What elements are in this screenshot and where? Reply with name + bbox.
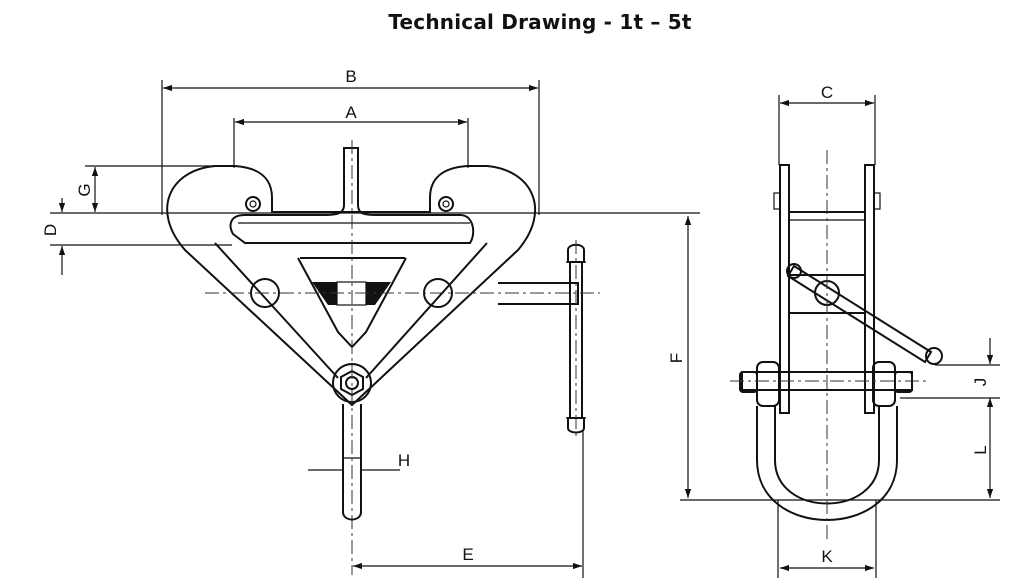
- right-jaw: [365, 242, 488, 379]
- t-bar: [229, 147, 475, 244]
- side-dimensions: [780, 99, 994, 572]
- front-view: [50, 80, 700, 578]
- dim-label-e: E: [462, 545, 473, 564]
- side-spindle: [786, 264, 933, 364]
- dim-label-d: D: [41, 224, 60, 236]
- right-pivot-bolt: [438, 196, 454, 212]
- side-view: [730, 95, 1000, 578]
- drawing-title: Technical Drawing - 1t – 5t: [388, 10, 692, 34]
- dim-label-f: F: [667, 353, 686, 363]
- front-dimensions: [58, 84, 582, 570]
- left-nut: [756, 361, 780, 407]
- dim-label-g: G: [75, 183, 94, 196]
- spindle: [498, 282, 579, 305]
- clamp-body-outline: [166, 165, 537, 407]
- right-jaw-block: [366, 282, 391, 305]
- dim-label-l: L: [971, 445, 990, 454]
- left-pivot-bolt: [245, 196, 261, 212]
- dim-label-h: H: [398, 451, 410, 470]
- right-nut: [872, 361, 896, 407]
- dim-label-b: B: [345, 67, 356, 86]
- dim-label-k: K: [821, 547, 833, 566]
- dim-label-a: A: [345, 103, 357, 122]
- spindle-knob-bottom: [567, 417, 585, 434]
- dim-label-j: J: [971, 378, 990, 387]
- left-side-plate: [779, 164, 790, 414]
- spindle-knob-top: [567, 243, 585, 263]
- left-jaw: [214, 242, 339, 379]
- dim-label-c: C: [821, 83, 833, 102]
